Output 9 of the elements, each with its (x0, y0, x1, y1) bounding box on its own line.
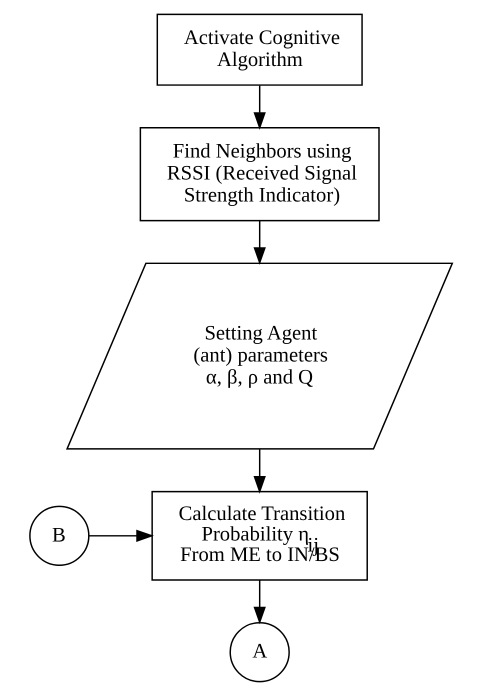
node-box: Activate Cognitive Algorithm (156, 14, 363, 86)
arrow (254, 86, 266, 130)
arrow (254, 220, 266, 265)
arrow (89, 530, 154, 542)
node-circle: A (229, 622, 290, 682)
node-circle: B (29, 506, 90, 566)
arrow (254, 449, 266, 494)
node-box: Find Neighbors using RSSI (Received Signal Strength Indicator) (140, 127, 380, 222)
arrow (254, 580, 266, 624)
